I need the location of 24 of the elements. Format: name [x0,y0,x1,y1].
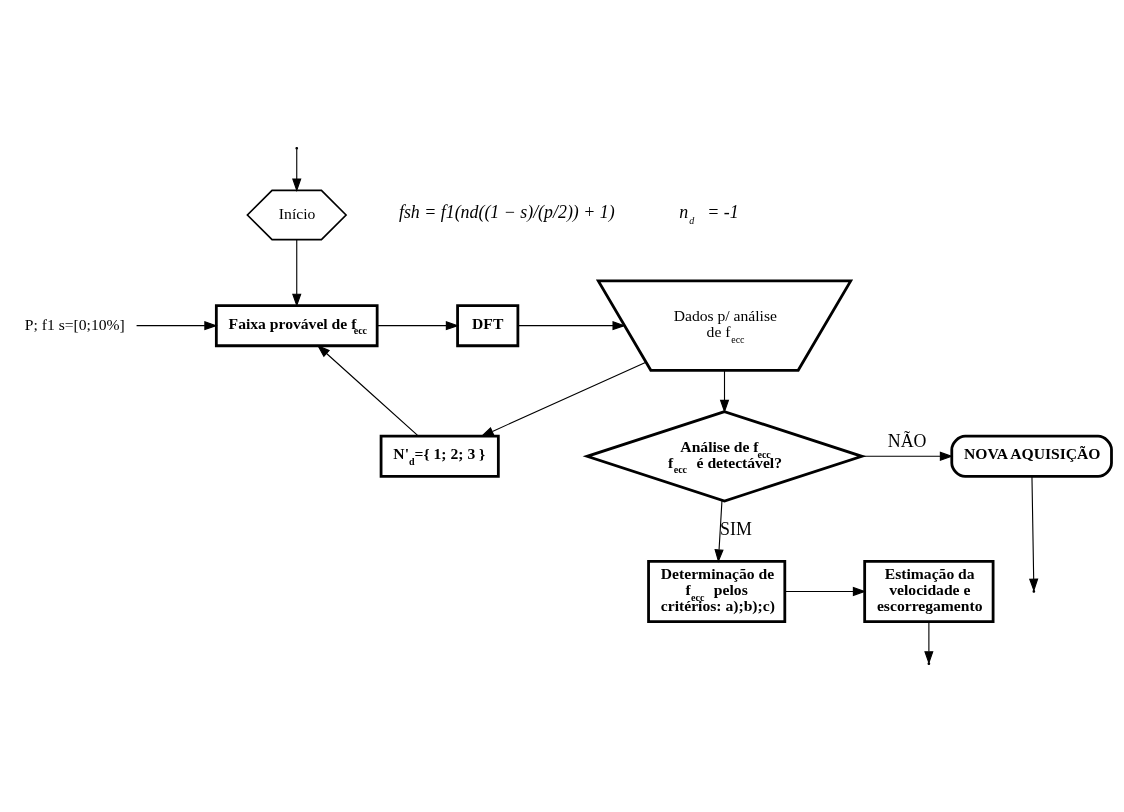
label: fsh = f1(nd((1 − s)/(p/2)) + 1) [398,202,615,223]
arrow [292,148,302,192]
arrow [784,586,867,597]
node-box: N'$_{d}$={ 1; 2; 3 } [379,434,500,478]
arrow [1028,475,1039,592]
label: n$_{d}$ = -1 [679,202,739,226]
node-text: P; f1 s=[0;10%] [24,315,125,333]
node-box: Faixa provável de f$_{ecc}$ [214,304,379,348]
arrow [719,370,730,414]
edge-label: SIM [720,519,752,540]
edge-label: NÃO [887,431,927,452]
node-diamond: Análise de f$_{ecc}$ f$_{ecc}$ é detectável? [582,410,867,503]
arrow [136,320,218,331]
arrow [517,320,626,331]
arrow [714,499,724,563]
arrow [376,320,460,331]
node-box: Determinação de f$_{ecc}$ pelos critérios: a);b);c) [647,559,787,623]
arrow [292,239,302,308]
node-box: Estimação da velocidade e escorregamento [863,559,995,623]
node-box: DFT [456,304,520,348]
arrow [861,451,954,461]
arrow [480,361,647,437]
node-box: NOVA AQUISIÇÃO [950,434,1113,478]
arrow [316,344,419,437]
